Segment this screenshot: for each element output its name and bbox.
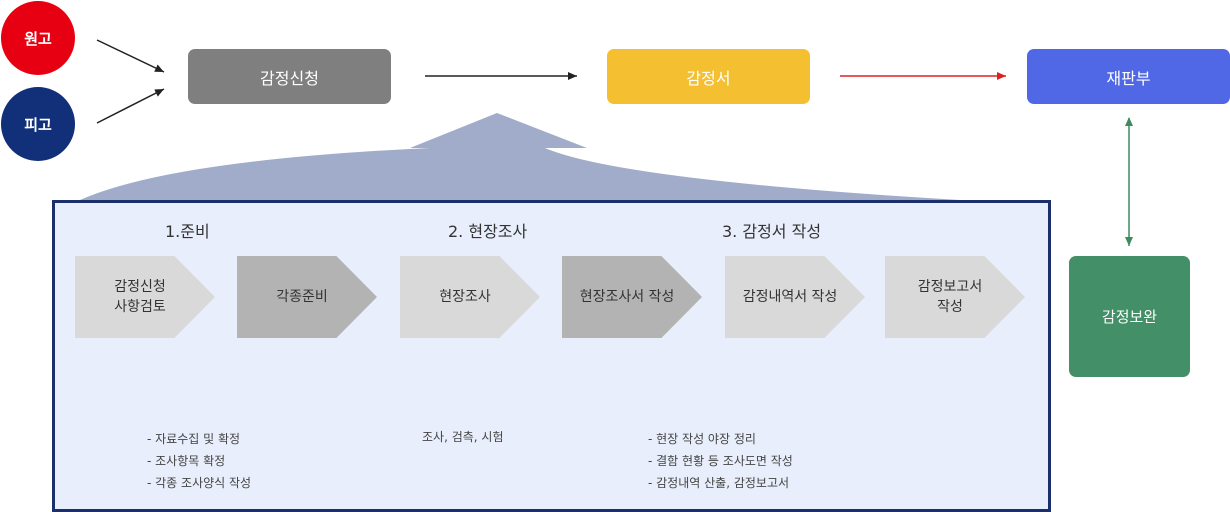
- plaintiff-circle: 원고: [1, 1, 75, 75]
- stage-title-report: 3. 감정서 작성: [722, 222, 822, 241]
- application-box: 감정신청: [188, 49, 391, 104]
- plaintiff-arrow: [96, 39, 165, 73]
- step-label: 현장조사: [439, 289, 491, 305]
- note-item: - 각종 조사양식 작성: [147, 476, 252, 490]
- supplement-box: 감정보완: [1069, 256, 1190, 377]
- defendant-arrow: [96, 88, 165, 124]
- step-label: 감정내역서 작성: [742, 289, 838, 305]
- step-label: 감정신청 사항검토: [114, 279, 166, 315]
- note-item: - 감정내역 산출, 감정보고서: [648, 476, 790, 490]
- court-box: 재판부: [1027, 49, 1230, 104]
- plaintiff-label: 원고: [24, 29, 52, 48]
- step-label: 현장조사서 작성: [579, 289, 675, 305]
- note-item: - 결함 현황 등 조사도면 작성: [648, 454, 793, 468]
- report-notes: - 현장 작성 야장 정리 - 결함 현황 등 조사도면 작성 - 감정내역 산…: [648, 428, 793, 494]
- process-up-arrow: [80, 113, 960, 200]
- step-label: 감정보고서 작성: [917, 279, 983, 315]
- defendant-label: 피고: [24, 115, 52, 134]
- court-label: 재판부: [1106, 68, 1151, 88]
- note-item: - 현장 작성 야장 정리: [648, 432, 756, 446]
- appraisal-box: 감정서: [607, 49, 810, 104]
- stage-title-survey: 2. 현장조사: [448, 222, 528, 241]
- prep-notes: - 자료수집 및 확정 - 조사항목 확정 - 각종 조사양식 작성: [147, 428, 251, 494]
- supplement-label: 감정보완: [1101, 308, 1158, 326]
- appraisal-label: 감정서: [686, 68, 731, 88]
- note-item: 조사, 검측, 시험: [422, 430, 504, 444]
- step-label: 각종준비: [276, 289, 328, 305]
- note-item: - 조사항목 확정: [147, 454, 226, 468]
- process-panel: [52, 200, 1051, 512]
- note-item: - 자료수집 및 확정: [147, 432, 241, 446]
- application-label: 감정신청: [260, 68, 319, 88]
- defendant-circle: 피고: [1, 87, 75, 161]
- stage-title-prep: 1.준비: [165, 222, 210, 241]
- survey-notes: 조사, 검측, 시험: [422, 426, 504, 448]
